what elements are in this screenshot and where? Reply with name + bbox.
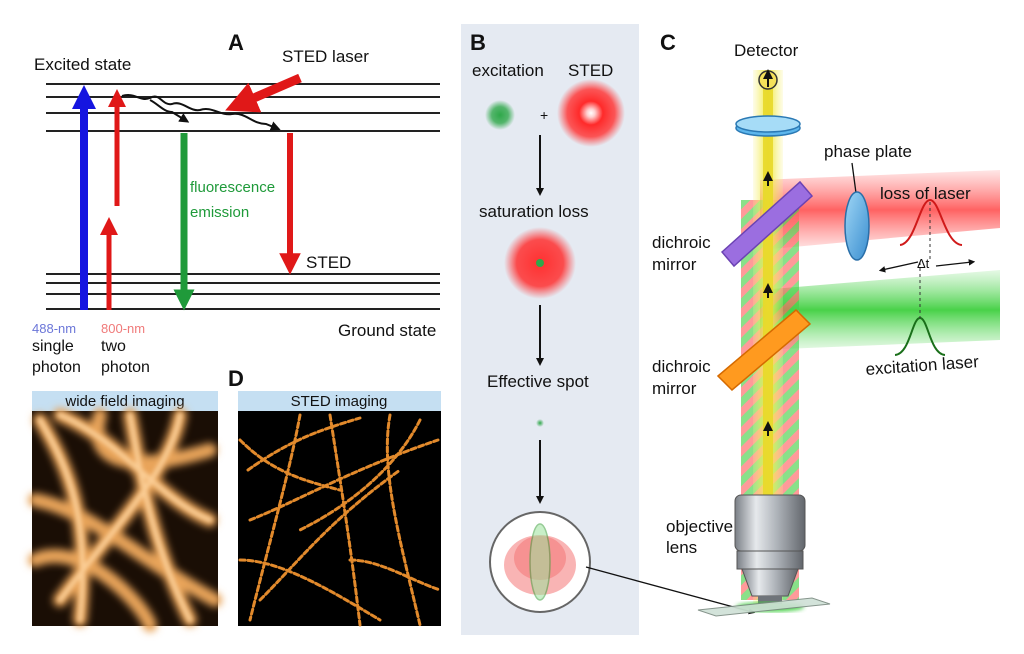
relaxation-squiggle-2 [149,99,190,123]
panel-b-letter: B [470,30,486,55]
dichroic-mirror-2 [716,308,812,392]
delta-t-arrow-left [878,261,919,273]
zoom-pointer-line [585,566,756,615]
panel-a-letter: A [228,30,244,55]
sted-laser-arrow [225,73,302,113]
psf-3d-illustration [489,511,591,613]
sted-laser-beam [760,170,1000,250]
ground-state-label: Ground state [338,321,436,340]
sted-donut [557,79,625,147]
emission-filter-top [735,115,801,133]
objective-label-1: objective [666,517,733,536]
fluorescence-label-1: fluorescence [190,179,275,196]
single-photon-label-1: single [32,338,74,355]
phase-plate-label: phase plate [824,142,912,161]
excited-state-label: Excited state [34,55,131,74]
panel-c-letter: C [660,30,676,55]
nm-488-label: 488-nm [32,321,76,336]
panel-a-energy-diagram: A Excited state STED laser fluorescence … [32,30,440,376]
loss-of-laser-label: loss of laser [880,184,971,203]
two-photon-label-1: two [101,338,126,355]
dichroic-2-label-2: mirror [652,379,697,398]
ground-state-levels [46,273,440,310]
two-photon-label-2: photon [101,359,150,376]
dichroic-2-label-1: dichroic [652,357,711,376]
sted-beam-label: STED [568,61,613,80]
fluorescence-label-2: emission [190,204,249,221]
wide-field-label: wide field imaging [64,393,184,410]
sample-slide [697,597,831,617]
dichroic-mirror-1 [720,180,814,268]
effective-spot-label: Effective spot [487,372,589,391]
sted-imaging-label: STED imaging [291,393,388,410]
effective-spot [536,419,544,427]
detector-label: Detector [734,41,799,60]
sted-laser-label: STED laser [282,47,369,66]
sted-level-label: STED [306,253,351,272]
panel-d-imaging: D wide field imaging STED imaging [28,366,442,632]
excitation-label: excitation [472,61,544,80]
excitation-spot [485,100,515,130]
single-photon-label-2: photon [32,359,81,376]
dichroic-1-label-1: dichroic [652,233,711,252]
saturation-center [536,259,544,267]
nm-800-label: 800-nm [101,321,145,336]
phase-plate [844,191,870,261]
panel-d-letter: D [228,366,244,391]
phase-plate-pointer [851,162,857,194]
panel-c-setup: C Detector phase plate loss of laser Δt … [652,30,1000,617]
dichroic-1-label-2: mirror [652,255,697,274]
wide-field-header [32,391,218,411]
sted-imaging-header [238,391,441,411]
objective-label-2: lens [666,538,697,557]
relaxation-squiggle [121,94,281,131]
wide-field-image [28,408,222,632]
sted-image [238,411,442,627]
sted-pulse-curve [899,198,963,246]
saturation-loss-label: saturation loss [479,202,589,221]
excitation-laser-label: excitation laser [865,352,980,379]
delta-t-label: Δt [917,256,930,271]
panel-b-sted-principle: B excitation STED + saturation loss Effe… [461,24,756,635]
delta-t-arrow-right [935,259,976,267]
objective-lens [734,494,806,604]
plus-sign: + [540,107,548,123]
excitation-laser-beam [760,270,1000,350]
